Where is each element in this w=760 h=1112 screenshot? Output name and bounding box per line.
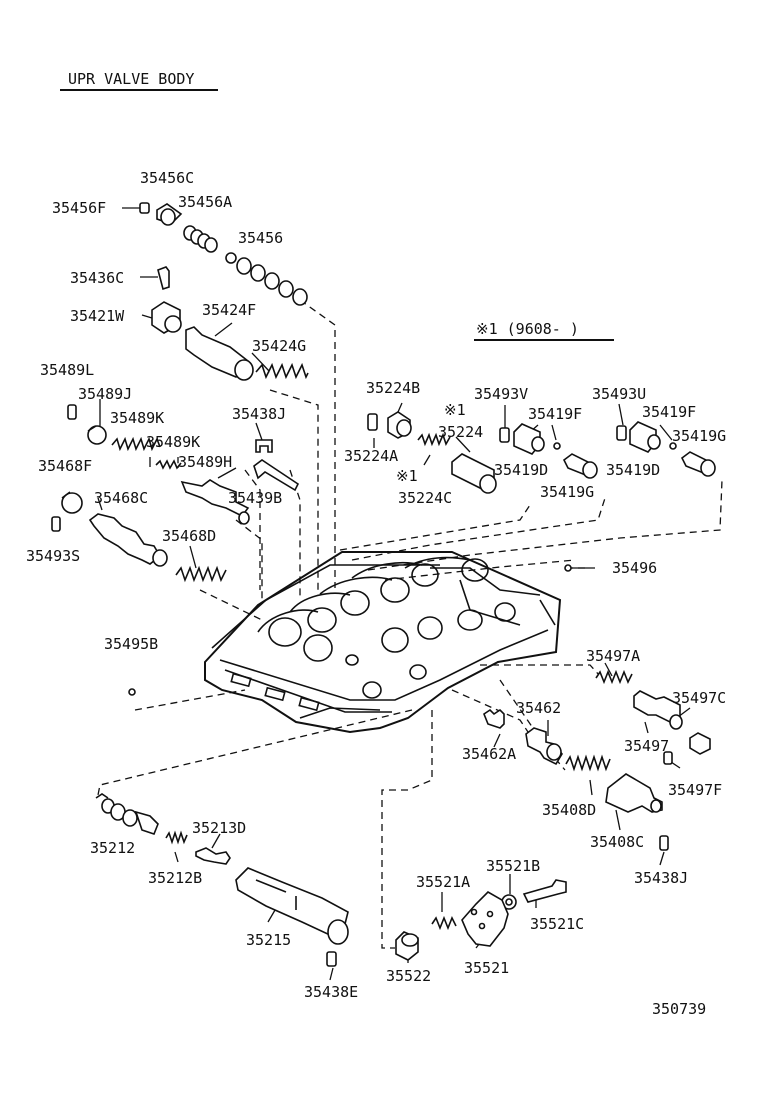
part-label: 35456 xyxy=(238,229,284,247)
part-label: 35495B xyxy=(104,635,159,653)
part-label: 35456F xyxy=(52,199,107,217)
part-label: 35489L xyxy=(40,361,95,379)
part-label: 35419F xyxy=(642,403,697,421)
part-label: 35521 xyxy=(464,959,510,977)
part-label: 35438J xyxy=(634,869,689,887)
part-label: 35419D xyxy=(494,461,549,479)
part-label: 35521C xyxy=(530,915,585,933)
part-label: 35497F xyxy=(668,781,723,799)
part-label: 35408C xyxy=(590,833,645,851)
part-label: 35456A xyxy=(178,193,233,211)
part-label: 35489H xyxy=(178,453,233,471)
part-label: 35212 xyxy=(90,839,136,857)
part-label: 35489K xyxy=(146,433,201,451)
part-label: ※1 xyxy=(444,401,466,419)
valve-body xyxy=(204,551,562,734)
assembly-leaders xyxy=(97,299,723,949)
part-label: 35215 xyxy=(246,931,292,949)
valve-parts xyxy=(51,202,716,967)
part-label: 35468D xyxy=(162,527,217,545)
part-label: 35419F xyxy=(528,405,583,423)
part-label: 35424F xyxy=(202,301,257,319)
part-label: 35496 xyxy=(612,559,658,577)
part-label: 35224C xyxy=(398,489,453,507)
part-label: 35419D xyxy=(606,461,661,479)
part-label: 35408D xyxy=(542,801,597,819)
revision-note: ※1 (9608- ) xyxy=(476,320,579,338)
part-label: 35421W xyxy=(70,307,125,325)
part-label: 35493V xyxy=(474,385,529,403)
part-label: 35213D xyxy=(192,819,247,837)
part-label: 35224B xyxy=(366,379,421,397)
part-label: 35224A xyxy=(344,447,399,465)
part-label: 35489K xyxy=(110,409,165,427)
part-label: 35489J xyxy=(78,385,133,403)
part-label: 35468F xyxy=(38,457,93,475)
part-label: 35212B xyxy=(148,869,203,887)
part-label: 35424G xyxy=(252,337,307,355)
part-label: 35493S xyxy=(26,547,81,565)
part-label: 35436C xyxy=(70,269,125,287)
part-label: 35462 xyxy=(516,699,562,717)
part-label: 35497 xyxy=(624,737,670,755)
part-label: ※1 xyxy=(396,467,418,485)
part-label: 35438E xyxy=(304,983,359,1001)
part-label: 35224 xyxy=(438,423,484,441)
diagram-title: UPR VALVE BODY xyxy=(68,70,195,88)
part-label: 35493U xyxy=(592,385,647,403)
part-label: 35456C xyxy=(140,169,195,187)
part-label: 35521B xyxy=(486,857,541,875)
figure-code: 350739 xyxy=(652,1000,707,1018)
part-label: 35462A xyxy=(462,745,517,763)
part-label: 35419G xyxy=(672,427,727,445)
part-leaders xyxy=(97,207,691,981)
part-label: 35497C xyxy=(672,689,727,707)
part-label: 35419G xyxy=(540,483,595,501)
part-label: 35521A xyxy=(416,873,471,891)
part-label: 35468C xyxy=(94,489,149,507)
part-label: 35439B xyxy=(228,489,283,507)
part-label: 35438J xyxy=(232,405,287,423)
part-label: 35522 xyxy=(386,967,432,985)
part-label: 35497A xyxy=(586,647,641,665)
